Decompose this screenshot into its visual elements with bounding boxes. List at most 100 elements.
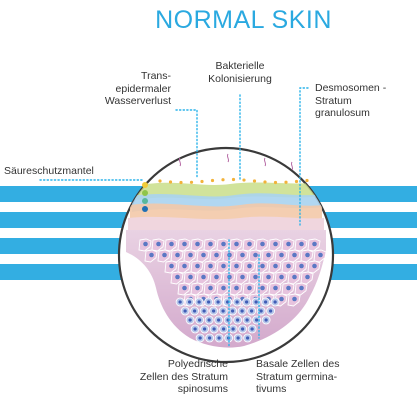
cell-nucleus — [260, 264, 265, 269]
layer-dot-green — [142, 190, 148, 196]
acid-dot — [274, 181, 277, 184]
cell-nucleus — [234, 242, 239, 247]
basal-nucleus — [274, 300, 277, 303]
cell-nucleus — [240, 275, 245, 280]
acid-dot — [190, 181, 193, 184]
squiggle-4 — [291, 162, 292, 170]
acid-dot — [295, 180, 298, 183]
cell-nucleus — [299, 264, 304, 269]
basal-nucleus — [236, 300, 239, 303]
cell-nucleus — [266, 253, 271, 258]
acid-dot — [158, 179, 161, 182]
basal-nucleus — [231, 309, 234, 312]
cell-nucleus — [260, 286, 265, 291]
basal-nucleus — [241, 309, 244, 312]
label-basal: Basale Zellen des Stratum germina- tivum… — [256, 358, 339, 396]
basal-nucleus — [237, 336, 240, 339]
cell-nucleus — [299, 286, 304, 291]
cell-nucleus — [195, 264, 200, 269]
basal-nucleus — [236, 318, 239, 321]
cell-nucleus — [162, 253, 167, 258]
basal-nucleus — [255, 318, 258, 321]
basal-nucleus — [246, 318, 249, 321]
cell-nucleus — [240, 253, 245, 258]
cell-nucleus — [247, 242, 252, 247]
label-desmosomes: Desmosomen - Stratum granulosum — [315, 82, 386, 120]
cell-nucleus — [221, 286, 226, 291]
basal-nucleus — [222, 309, 225, 312]
acid-dot — [242, 178, 245, 181]
basal-nucleus — [264, 300, 267, 303]
cell-nucleus — [279, 253, 284, 258]
basal-nucleus — [245, 300, 248, 303]
cell-nucleus — [195, 286, 200, 291]
cell-nucleus — [299, 242, 304, 247]
basal-nucleus — [217, 318, 220, 321]
basal-nucleus — [212, 309, 215, 312]
acid-dot — [263, 180, 266, 183]
cell-nucleus — [188, 275, 193, 280]
cell-nucleus — [214, 275, 219, 280]
acid-dot — [169, 180, 172, 183]
basal-nucleus — [179, 300, 182, 303]
basal-nucleus — [208, 318, 211, 321]
acid-dot — [211, 179, 214, 182]
label-polyhedral: Polyedrische Zellen des Stratum spinosum… — [140, 358, 228, 396]
layer-dot-yellow — [142, 182, 148, 188]
acid-dot — [305, 179, 308, 182]
cell-nucleus — [221, 264, 226, 269]
basal-nucleus — [188, 300, 191, 303]
acid-dot — [232, 178, 235, 181]
cell-nucleus — [156, 242, 161, 247]
acid-dot — [253, 179, 256, 182]
cell-nucleus — [312, 242, 317, 247]
basal-nucleus — [251, 327, 254, 330]
basal-nucleus — [189, 318, 192, 321]
cell-nucleus — [273, 264, 278, 269]
cell-nucleus — [292, 275, 297, 280]
cell-nucleus — [279, 297, 284, 302]
basal-nucleus — [218, 336, 221, 339]
basal-nucleus — [241, 327, 244, 330]
cell-nucleus — [286, 286, 291, 291]
acid-dot — [179, 181, 182, 184]
cell-nucleus — [208, 242, 213, 247]
cell-nucleus — [247, 286, 252, 291]
page-title: NORMAL SKIN — [0, 6, 417, 35]
cell-nucleus — [149, 253, 154, 258]
cell-nucleus — [234, 286, 239, 291]
cell-nucleus — [260, 242, 265, 247]
label-transepidermal: Trans- epidermaler Wasserverlust — [105, 70, 171, 108]
cell-nucleus — [182, 286, 187, 291]
label-bacterial: Bakterielle Kolonisierung — [198, 60, 282, 85]
cell-nucleus — [195, 242, 200, 247]
basal-nucleus — [232, 327, 235, 330]
basal-nucleus — [193, 309, 196, 312]
cell-nucleus — [143, 242, 148, 247]
basal-nucleus — [222, 327, 225, 330]
layer-dot-teal — [142, 198, 148, 204]
cell-nucleus — [175, 275, 180, 280]
cell-nucleus — [175, 253, 180, 258]
basal-nucleus — [265, 318, 268, 321]
basal-nucleus — [203, 327, 206, 330]
cell-nucleus — [169, 264, 174, 269]
basal-nucleus — [246, 336, 249, 339]
basal-nucleus — [207, 300, 210, 303]
basal-nucleus — [184, 309, 187, 312]
cell-nucleus — [208, 286, 213, 291]
label-acid-mantle: Säureschutzmantel — [4, 165, 94, 178]
cell-nucleus — [201, 275, 206, 280]
cell-nucleus — [292, 253, 297, 258]
cell-nucleus — [266, 275, 271, 280]
cell-nucleus — [318, 253, 323, 258]
cell-nucleus — [279, 275, 284, 280]
cell-nucleus — [305, 253, 310, 258]
basal-nucleus — [194, 327, 197, 330]
cell-nucleus — [234, 264, 239, 269]
cell-nucleus — [221, 242, 226, 247]
cell-nucleus — [286, 264, 291, 269]
basal-nucleus — [198, 300, 201, 303]
cell-nucleus — [312, 264, 317, 269]
basal-nucleus — [255, 300, 258, 303]
